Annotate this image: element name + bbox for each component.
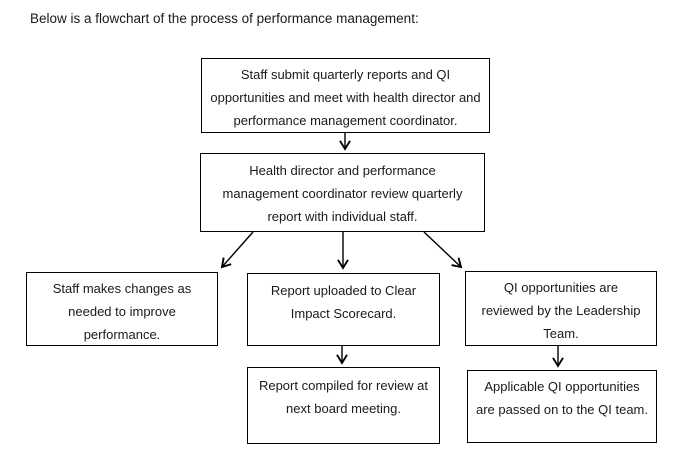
arrow-review-to-qi-leadership [423,231,463,269]
flow-node-review-reports: Health director and performance manageme… [200,153,485,232]
flow-node-compile-board: Report compiled for review at next board… [247,367,440,444]
arrow-review-to-changes [220,231,254,269]
flow-node-upload-scorecard: Report uploaded to Clear Impact Scorecar… [247,273,440,346]
flow-node-qi-team: Applicable QI opportunities are passed o… [467,370,657,443]
flow-node-staff-changes: Staff makes changes as needed to improve… [26,272,218,346]
flow-node-submit-reports: Staff submit quarterly reports and QI op… [201,58,490,133]
flow-node-qi-leadership: QI opportunities are reviewed by the Lea… [465,271,657,346]
intro-text: Below is a flowchart of the process of p… [30,11,419,26]
